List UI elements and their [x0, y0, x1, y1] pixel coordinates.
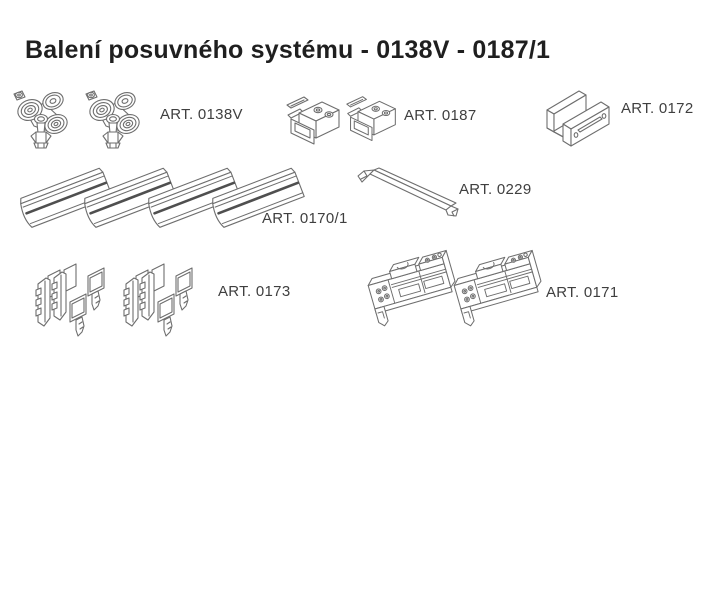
spanner-bar-icon — [357, 167, 459, 217]
diagram-title: Balení posuvného systému - 0138V - 0187/… — [25, 36, 551, 64]
figure-art-0172 — [541, 85, 619, 151]
u-bracket-icon — [546, 90, 610, 147]
part-label-art-0138v: ART. 0138V — [160, 106, 243, 123]
roller-trolley-icon — [85, 90, 140, 149]
mounting-clip-icon — [286, 96, 340, 145]
figure-art-0171-2 — [448, 243, 544, 337]
part-label-art-0170-1: ART. 0170/1 — [262, 210, 348, 227]
figure-art-0187-2 — [344, 92, 400, 148]
part-label-art-0173: ART. 0173 — [218, 283, 291, 300]
figure-art-0173 — [32, 258, 112, 338]
part-label-art-0172: ART. 0172 — [621, 100, 694, 117]
figure-art-0187 — [284, 92, 344, 152]
roller-trolley-icon — [13, 90, 68, 149]
figure-art-0229 — [354, 166, 460, 224]
bracket-assembly-icon — [367, 249, 456, 327]
guide-part-set-icon — [123, 263, 193, 337]
figure-art-0171 — [362, 243, 458, 337]
part-label-art-0171: ART. 0171 — [546, 284, 619, 301]
guide-part-set-icon — [35, 263, 105, 337]
figure-art-0138v-2 — [80, 86, 146, 152]
part-label-art-0187: ART. 0187 — [404, 107, 477, 124]
rail-profile-icon — [20, 167, 305, 228]
figure-art-0170-1 — [14, 163, 306, 233]
figure-art-0173-2 — [120, 258, 200, 338]
bracket-assembly-icon — [453, 249, 542, 327]
mounting-clip-icon — [346, 96, 396, 142]
part-label-art-0229: ART. 0229 — [459, 181, 532, 198]
figure-art-0138v — [8, 86, 74, 152]
